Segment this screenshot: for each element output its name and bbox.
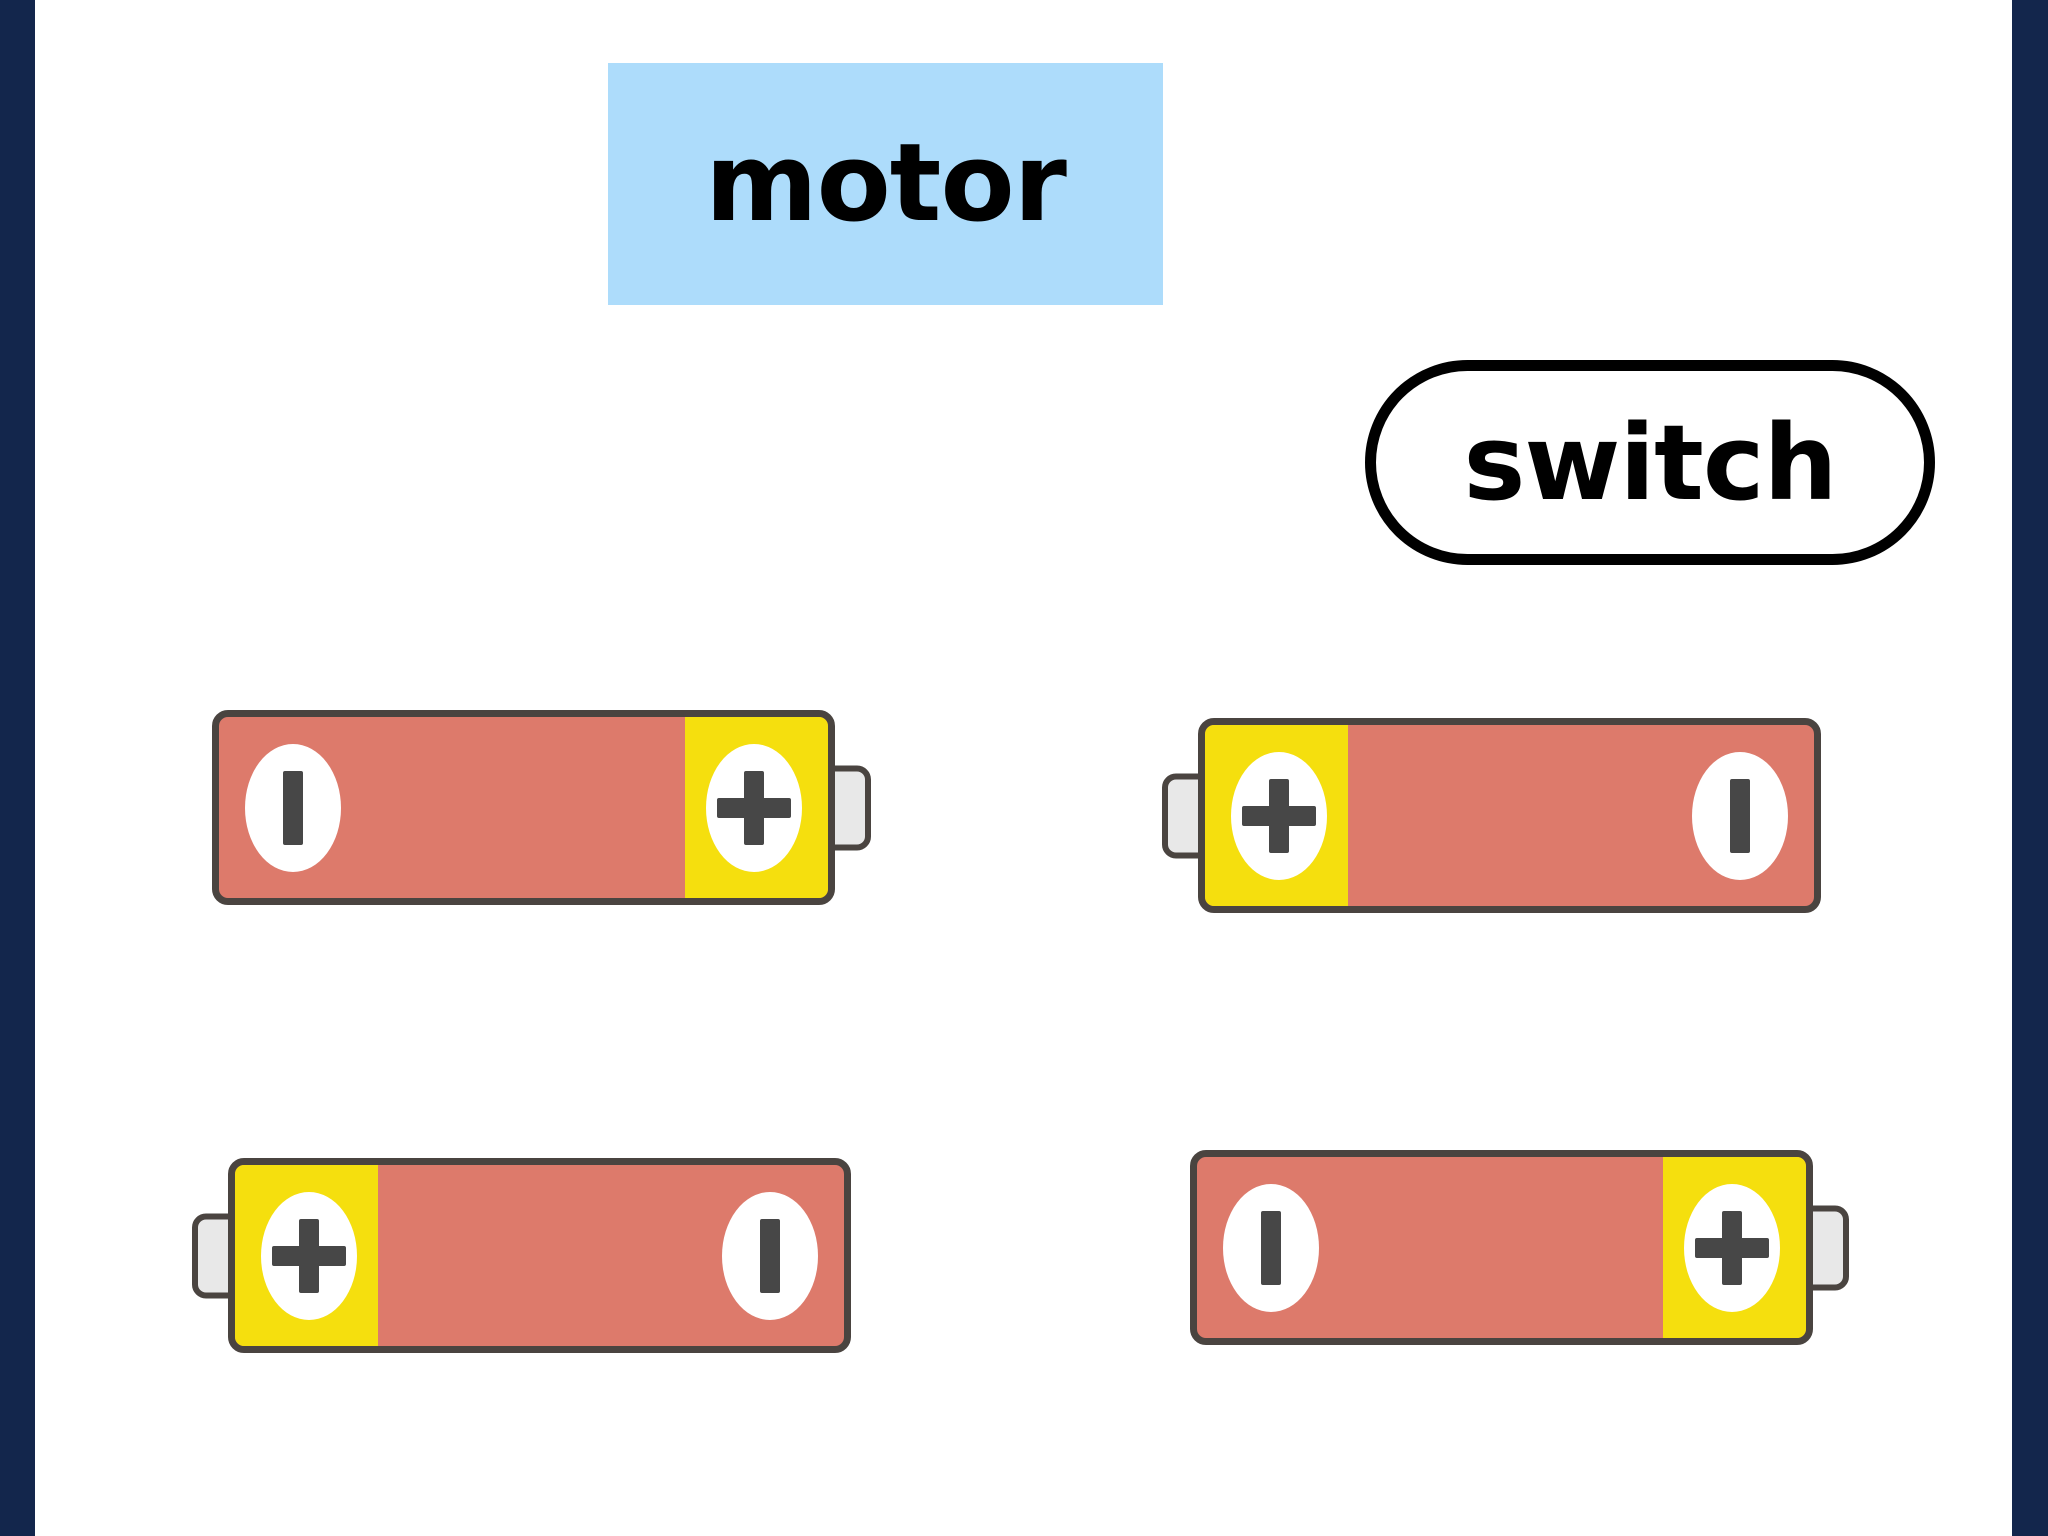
battery-top-left[interactable] xyxy=(212,710,871,905)
plus-icon xyxy=(1695,1211,1769,1285)
motor-label-text: motor xyxy=(705,121,1067,246)
battery-positive-marker xyxy=(706,743,802,872)
battery-negative-marker xyxy=(1223,1183,1319,1312)
battery-terminal-nub-icon xyxy=(829,765,871,850)
battery-body xyxy=(212,710,835,905)
minus-bar-icon xyxy=(1261,1210,1281,1285)
battery-body xyxy=(1190,1150,1813,1345)
battery-bottom-right[interactable] xyxy=(1190,1150,1849,1345)
battery-body xyxy=(228,1158,851,1353)
battery-negative-marker xyxy=(722,1191,818,1320)
motor-label-box[interactable]: motor xyxy=(608,63,1163,305)
battery-terminal-nub-icon xyxy=(1807,1205,1849,1290)
battery-positive-marker xyxy=(1684,1183,1780,1312)
right-border-bar xyxy=(2012,0,2048,1536)
plus-icon xyxy=(272,1219,346,1293)
battery-negative-marker xyxy=(245,743,341,872)
plus-icon xyxy=(1242,779,1316,853)
left-border-bar xyxy=(0,0,35,1536)
battery-positive-marker xyxy=(261,1191,357,1320)
switch-label-pill[interactable]: switch xyxy=(1365,360,1935,565)
minus-bar-icon xyxy=(283,770,303,845)
battery-bottom-left[interactable] xyxy=(192,1158,851,1353)
switch-label-text: switch xyxy=(1463,401,1837,524)
plus-icon xyxy=(717,771,791,845)
battery-top-right[interactable] xyxy=(1162,718,1821,913)
minus-bar-icon xyxy=(1730,778,1750,853)
battery-negative-marker xyxy=(1692,751,1788,880)
battery-positive-marker xyxy=(1231,751,1327,880)
battery-body xyxy=(1198,718,1821,913)
minus-bar-icon xyxy=(760,1218,780,1293)
